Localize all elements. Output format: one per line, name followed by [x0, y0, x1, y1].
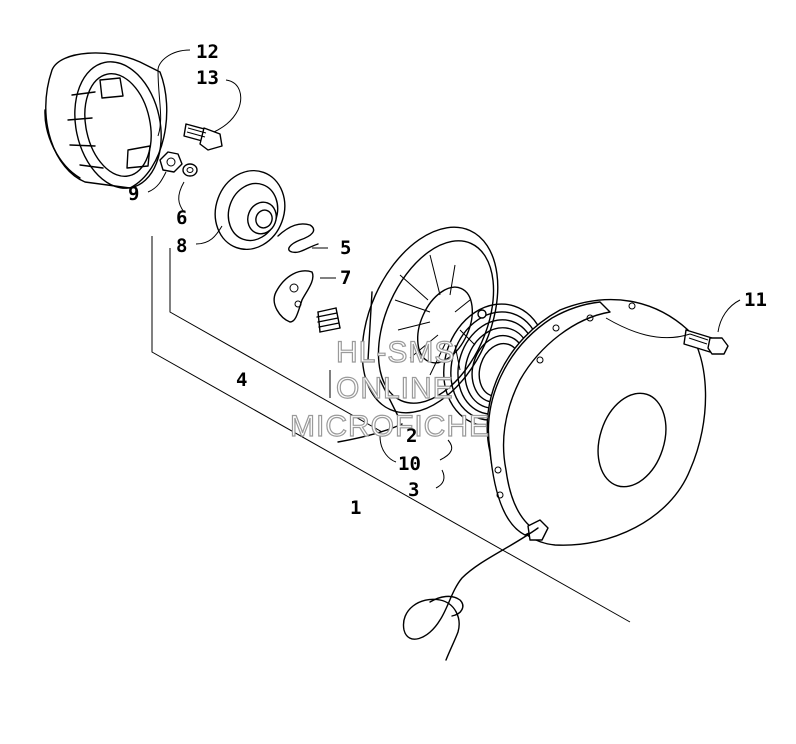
starter-housing-part[interactable] [486, 298, 707, 546]
starter-cup-part[interactable] [44, 52, 172, 196]
watermark-line-2: ONLINE [336, 372, 454, 405]
callout-8: 8 [176, 235, 187, 257]
cup-bolt-part[interactable] [183, 123, 223, 151]
callout-4: 4 [236, 369, 247, 391]
starter-rope-part[interactable] [337, 423, 539, 661]
callout-13: 13 [196, 67, 219, 89]
pawl-part[interactable] [273, 270, 314, 323]
callout-3: 3 [408, 479, 419, 501]
callout-9: 9 [128, 183, 139, 205]
leader-lines [147, 49, 741, 489]
callout-2: 2 [406, 425, 417, 447]
callout-6: 6 [176, 207, 187, 229]
callout-11: 11 [744, 289, 767, 311]
callout-7: 7 [340, 267, 351, 289]
watermark-line-3: MICROFICHE [290, 410, 490, 443]
assembly-bracket-lines [151, 236, 631, 623]
reel-part[interactable] [335, 206, 524, 434]
callout-1: 1 [350, 497, 361, 519]
ratchet-disc-part[interactable] [204, 161, 295, 259]
washer-part[interactable] [182, 163, 198, 177]
watermark-line-1: HL-SMS [336, 336, 455, 369]
pawl-spring-part[interactable] [316, 307, 341, 333]
callout-12: 12 [196, 41, 219, 63]
callout-10: 10 [398, 453, 421, 475]
callout-5: 5 [340, 237, 351, 259]
spring-clip-part[interactable] [277, 223, 319, 254]
housing-bolt-part[interactable] [683, 329, 729, 355]
nut-part[interactable] [159, 151, 183, 173]
watermark: HL-SMS ONLINE MICROFICHE [289, 335, 490, 443]
